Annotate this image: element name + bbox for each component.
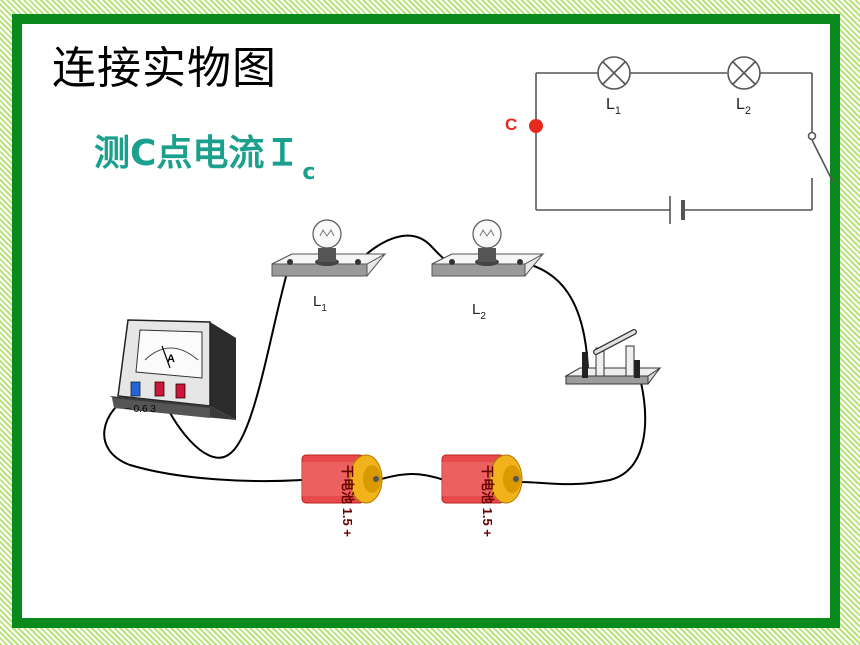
lamp2-physical [431, 219, 545, 277]
schematic-l1-label: L1 [606, 96, 621, 117]
ammeter-terminal-labels: − 0.6 3 [125, 404, 156, 415]
subtitle-sub: c [302, 160, 316, 185]
lamp1-physical [271, 219, 387, 277]
ammeter-letter: A [167, 353, 175, 365]
battery-1: 干电池 1.5 + [301, 454, 383, 537]
point-c-label: C [505, 115, 517, 134]
subtitle-main: 测C点电流Ｉ [94, 133, 301, 174]
wire-switch-battery [519, 377, 647, 486]
battery-symbol [669, 196, 685, 224]
subtitle: 测C点电流Ｉc [94, 124, 315, 185]
point-c-marker [529, 119, 543, 133]
page-title: 连接实物图 [52, 43, 277, 94]
lamp1-label: L1 [313, 293, 327, 314]
battery-2-label: 干电池 1.5 + [480, 465, 495, 537]
schematic [535, 56, 834, 224]
switch-symbol [807, 131, 834, 183]
knife-switch [564, 329, 662, 385]
lamp-symbol-l1 [597, 56, 631, 90]
battery-2: 干电池 1.5 + [441, 454, 523, 537]
wire-ammeter-lamp1 [161, 261, 291, 459]
lamp-symbol-l2 [727, 56, 761, 90]
ammeter: A − 0.6 3 [110, 319, 236, 420]
schematic-l2-label: L2 [736, 96, 751, 117]
wire-lamp2-switch [519, 261, 589, 371]
wire-ammeter-battery [103, 391, 303, 483]
wire-battery-battery [377, 473, 445, 481]
lamp2-label: L2 [472, 301, 486, 322]
battery-1-label: 干电池 1.5 + [340, 465, 355, 537]
